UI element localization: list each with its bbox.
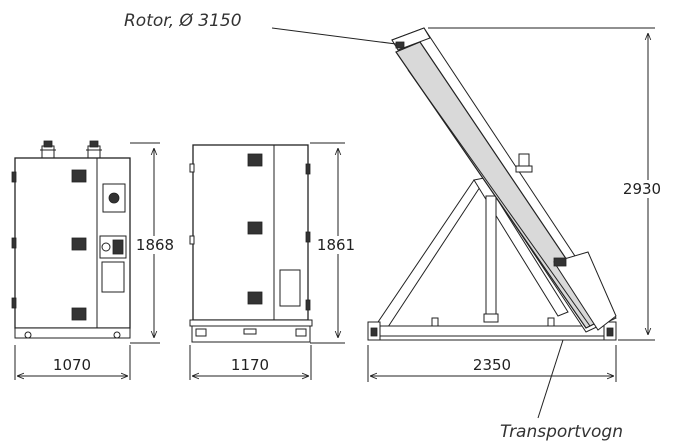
dimension-rotor-height: 2930 bbox=[428, 27, 668, 341]
frame-support bbox=[485, 195, 497, 321]
dimension-unit-1-height: 1868 bbox=[130, 142, 174, 344]
unit-1-base bbox=[14, 327, 131, 339]
latch bbox=[71, 237, 87, 251]
unit-2-window bbox=[279, 269, 301, 307]
dim-label-1170: 1170 bbox=[231, 356, 269, 374]
logo-icon bbox=[108, 192, 120, 204]
display-window bbox=[101, 261, 125, 293]
dimension-unit-1-width: 1070 bbox=[14, 345, 131, 380]
latch bbox=[247, 221, 263, 235]
top-connector-right bbox=[86, 140, 102, 159]
label-transport: Transportvogn bbox=[500, 422, 623, 442]
callout-rotor: Rotor, Ø 3150 bbox=[124, 11, 397, 45]
label-rotor: Rotor, Ø 3150 bbox=[124, 11, 242, 31]
top-connector-left bbox=[40, 140, 56, 159]
latch bbox=[71, 169, 87, 183]
frame-strut-left bbox=[373, 179, 483, 331]
dimension-unit-2-width: 1170 bbox=[189, 345, 312, 380]
unit-2-pallet-top bbox=[189, 319, 313, 327]
dim-label-1861: 1861 bbox=[317, 236, 355, 254]
dim-label-2930: 2930 bbox=[623, 180, 661, 198]
transport-cart bbox=[367, 177, 617, 341]
dim-label-1070: 1070 bbox=[53, 356, 91, 374]
rotor bbox=[391, 27, 617, 333]
dimension-rotor-width: 2350 bbox=[367, 345, 617, 382]
dimension-unit-2-height: 1861 bbox=[310, 142, 355, 344]
latch bbox=[247, 153, 263, 167]
callout-transport: Transportvogn bbox=[500, 339, 623, 442]
latch bbox=[71, 307, 87, 321]
cart-base-rail bbox=[371, 325, 613, 337]
dim-label-2350: 2350 bbox=[473, 356, 511, 374]
unit-1-cabinet bbox=[11, 140, 131, 339]
frame-strut-right bbox=[473, 177, 569, 317]
dim-label-1868: 1868 bbox=[136, 236, 174, 254]
latch bbox=[247, 291, 263, 305]
unit-2-cabinet bbox=[189, 144, 313, 343]
rotor-bottom-casing bbox=[553, 251, 617, 331]
